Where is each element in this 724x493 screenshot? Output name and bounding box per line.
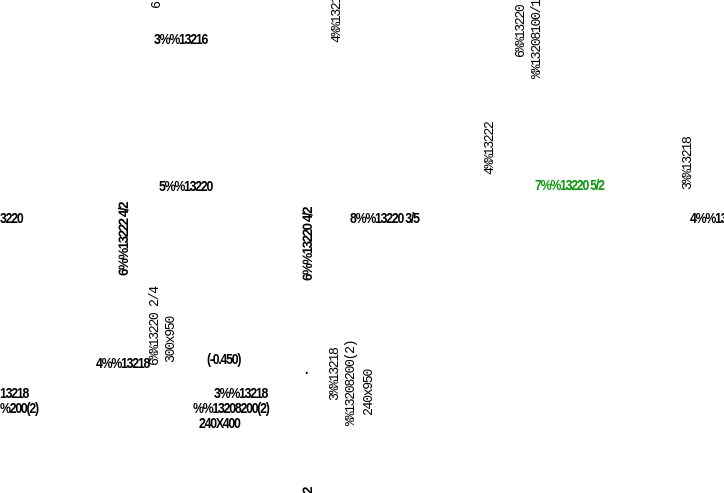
rebar-label-vertical: 4%%1321: [329, 0, 345, 43]
rebar-label: 8%%13220 3/5: [350, 210, 420, 227]
section-size-label-vertical: 300x950: [163, 317, 179, 363]
rebar-label: 13218: [0, 385, 29, 402]
rebar-label: 3220: [0, 210, 24, 227]
stirrup-label: %200(2): [0, 400, 39, 417]
section-size-label-vertical: 240x950: [361, 370, 377, 416]
rebar-label-vertical: 3%%13218: [680, 137, 696, 190]
highlighted-rebar-label: 7%%13220 5/2: [535, 177, 605, 194]
stirrup-label-vertical: %%13208100/1: [529, 0, 545, 79]
rebar-label: 3%%13216: [154, 31, 208, 48]
rebar-label-vertical: 3%%13218: [327, 348, 343, 401]
rebar-label: 4%%13: [690, 210, 724, 227]
section-size-label: 240X400: [199, 415, 241, 432]
stirrup-label: %%13208200(2): [193, 400, 270, 417]
rebar-label-vertical: 6: [149, 2, 165, 9]
rebar-label: 4%%13218: [96, 355, 150, 372]
rebar-label-vertical: 6%%13220: [513, 5, 529, 59]
rebar-label-vertical: 6%%13220 4/2: [299, 207, 315, 281]
dot-mark: .: [305, 361, 308, 378]
rebar-label-vertical: 4%%13222: [482, 122, 498, 175]
rebar-label: 3%%13218: [214, 385, 268, 402]
rebar-label-vertical: 6%%13220 2/4: [147, 287, 163, 366]
rebar-label-vertical: 6%%13222 4/2: [115, 202, 131, 276]
rebar-label: 5%%13220: [159, 178, 213, 195]
elevation-label: (-0.450): [207, 351, 241, 368]
rebar-label-vertical: 2: [299, 488, 315, 493]
stirrup-label-vertical: %%13208200(2): [343, 340, 359, 426]
